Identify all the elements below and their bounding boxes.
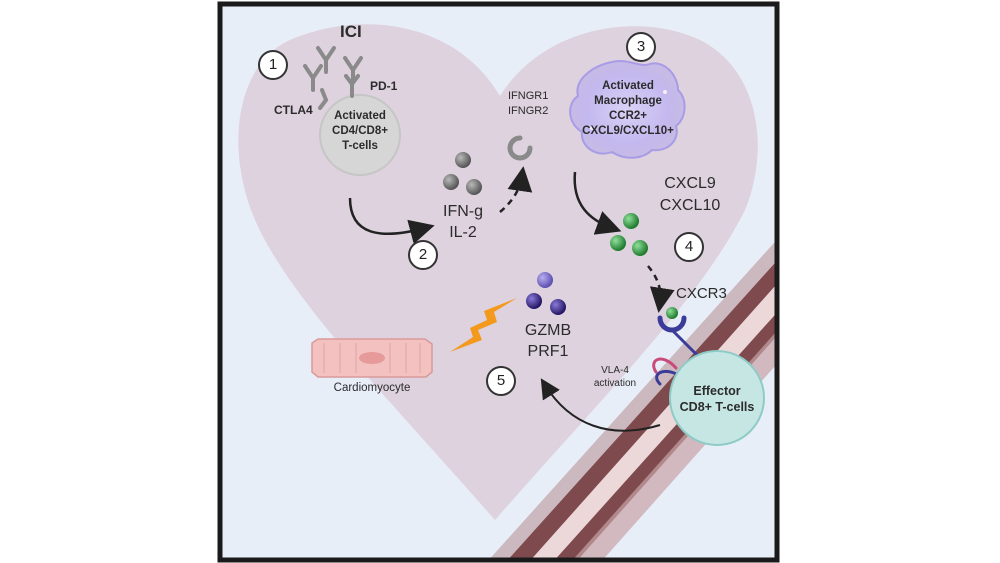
granule-dot xyxy=(550,299,566,315)
cxcl9-label: CXCL9 xyxy=(664,175,716,192)
vla4-line-1: VLA-4 xyxy=(601,365,629,376)
vla4-line-2: activation xyxy=(593,378,637,389)
cytokine-dot xyxy=(443,174,459,190)
activated-tcell xyxy=(319,94,401,176)
step-1-badge: 1 xyxy=(258,50,288,80)
activated-macrophage xyxy=(569,60,686,159)
cxcl10-label: CXCL10 xyxy=(659,197,721,214)
step-3-badge: 3 xyxy=(626,32,656,62)
arrow-chemokines-to-cxcr3 xyxy=(647,265,675,313)
granule-dot xyxy=(526,293,542,309)
step-4-badge: 4 xyxy=(674,232,704,262)
granule-dot xyxy=(537,272,553,288)
cardiomyocyte-label: Cardiomyocyte xyxy=(333,382,411,394)
cardiomyocyte-cell xyxy=(311,338,433,378)
effector-tcell xyxy=(669,350,765,446)
antibody-icons xyxy=(303,46,363,92)
tcell-receptors xyxy=(318,74,360,110)
ifngr-receptor-icon xyxy=(507,135,533,161)
ifn-g-label: IFN-g xyxy=(443,203,483,220)
pd1-label: PD-1 xyxy=(370,79,398,93)
ici-title: ICI xyxy=(340,22,362,41)
cxcr3-label: CXCR3 xyxy=(676,285,727,302)
activated-tcell-line-2: CD4/CD8+ xyxy=(332,125,388,137)
gzmb-label: GZMB xyxy=(524,322,572,339)
effector-line-2: CD8+ T-cells xyxy=(679,400,755,414)
macrophage-line-1: Activated xyxy=(602,80,654,92)
chemokine-dot xyxy=(632,240,648,256)
prf1-label: PRF1 xyxy=(527,343,569,360)
macrophage-line-4: CXCL9/CXCL10+ xyxy=(582,125,674,137)
ctla4-label: CTLA4 xyxy=(274,103,313,117)
arrow-effector-to-gzmb xyxy=(540,378,661,432)
activated-tcell-line-3: T-cells xyxy=(342,140,378,152)
effector-line-1: Effector xyxy=(693,384,741,398)
arrow-tcell-to-cytokines xyxy=(348,197,435,244)
macrophage-line-2: Macrophage xyxy=(594,95,662,107)
blood-vessel xyxy=(488,239,777,560)
macrophage-line-3: CCR2+ xyxy=(608,110,648,122)
ifngr1-label: IFNGR1 xyxy=(508,90,549,102)
ifngr2-label: IFNGR2 xyxy=(508,105,549,117)
cytokine-dot xyxy=(455,152,471,168)
frame-border xyxy=(217,1,780,563)
step-5-badge: 5 xyxy=(486,366,516,396)
lightning-bolt-icon xyxy=(450,298,517,352)
cytokine-dot xyxy=(466,179,482,195)
activated-tcell-line-1: Activated xyxy=(334,110,386,122)
chemokine-dot xyxy=(610,235,626,251)
arrow-macrophage-to-chemokines xyxy=(573,171,622,235)
step-2-badge: 2 xyxy=(408,240,438,270)
il-2-label: IL-2 xyxy=(449,224,477,241)
cxcr3-receptor xyxy=(657,307,702,360)
chemokine-dot xyxy=(623,213,639,229)
arrow-cytokines-to-receptor xyxy=(499,166,533,213)
